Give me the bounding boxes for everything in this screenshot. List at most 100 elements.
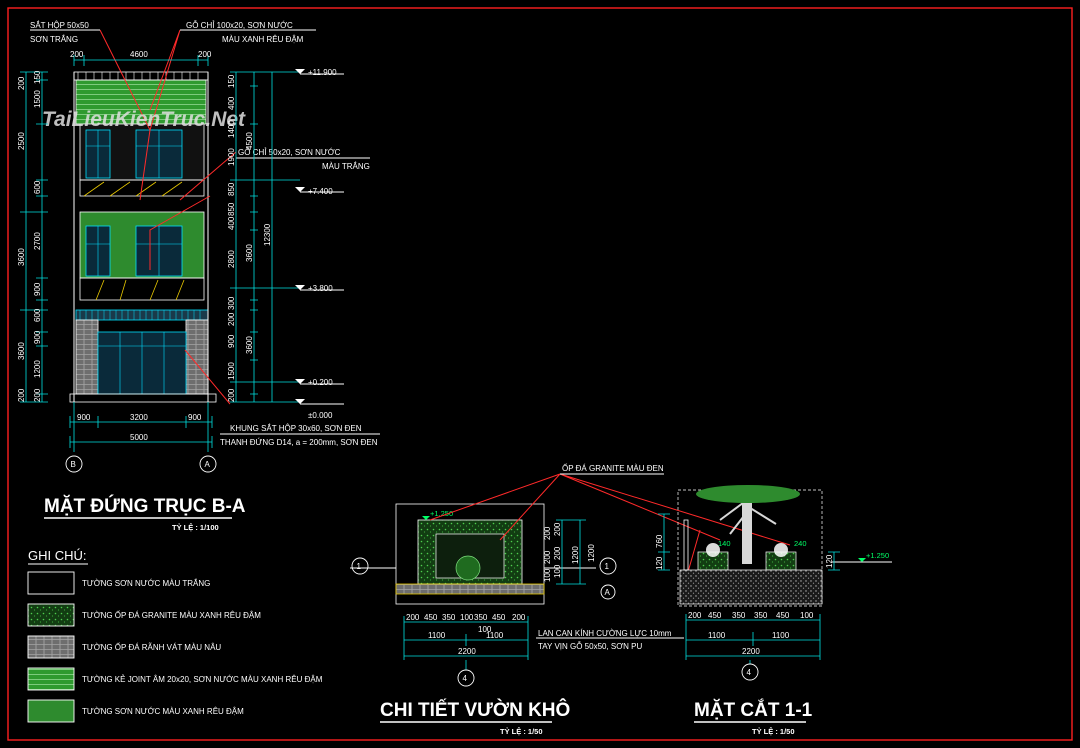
section-bottom-dim-6: 100 bbox=[800, 611, 814, 620]
floor3-balcony bbox=[79, 179, 205, 197]
left-dim-13: 200 bbox=[33, 388, 42, 402]
section-scale: TỶ LỆ : 1/50 bbox=[752, 727, 795, 736]
legend: GHI CHÚ: TƯỜNG SƠN NƯỚC MÀU TRẮNG TƯỜNG … bbox=[27, 548, 323, 723]
garden-sub-dim-1: 1100 bbox=[428, 631, 446, 640]
garden-bottom-dim-1: 200 bbox=[406, 613, 420, 622]
legend-heading: GHI CHÚ: bbox=[28, 548, 87, 563]
garden-axis-a-label: A bbox=[605, 588, 611, 597]
left-dim-6: 2700 bbox=[33, 232, 42, 250]
garden-scale: TỶ LỆ : 1/50 bbox=[500, 727, 543, 736]
callout-top-right-1: GỖ CHỈ 100x20, SƠN NƯỚC bbox=[186, 21, 293, 30]
right-dim-11: 200 bbox=[227, 312, 236, 326]
sheet-frame bbox=[7, 7, 1073, 741]
callout-bottom-1: KHUNG SẮT HỘP 30x60, SƠN ĐEN bbox=[230, 424, 362, 433]
right-dim-13: 1500 bbox=[227, 362, 236, 380]
legend-swatch-stone bbox=[27, 635, 75, 659]
section-1-1: +1.250 140 240 760 120 120 200 450 350 3… bbox=[655, 485, 892, 736]
elevation-scale: TỶ LỆ : 1/100 bbox=[172, 523, 219, 532]
section-top-dim-2: 240 bbox=[794, 539, 807, 548]
right-outer-dim-2: 3600 bbox=[245, 244, 254, 262]
left-dim-2: 150 bbox=[33, 70, 42, 84]
flower-right bbox=[774, 543, 788, 557]
section-bottom-dim-4: 350 bbox=[754, 611, 768, 620]
left-dim-10: 900 bbox=[33, 330, 42, 344]
garden-bottom-dim-5: 350 bbox=[474, 613, 488, 622]
garden-level: +1.250 bbox=[430, 509, 453, 518]
right-dim-7: 850 bbox=[227, 202, 236, 216]
garden-bottom-dim-6: 450 bbox=[492, 613, 506, 622]
right-dim-3: 1400 bbox=[227, 120, 236, 138]
axis-b-marker bbox=[65, 455, 83, 473]
elevation-view: SẮT HỘP 50x50 SƠN TRẮNG GỖ CHỈ 100x20, S… bbox=[17, 21, 380, 532]
garden-section-left-label: 1 bbox=[357, 562, 362, 571]
floor2-balcony bbox=[79, 277, 205, 301]
right-dim-6: 850 bbox=[227, 182, 236, 196]
section-left-dim-1: 760 bbox=[655, 534, 664, 548]
left-dim-7: 3600 bbox=[17, 248, 26, 266]
section-top-dim-1: 140 bbox=[718, 539, 731, 548]
level-3: +3.800 bbox=[308, 284, 333, 293]
flower-left bbox=[706, 543, 720, 557]
top-dim-2: 4600 bbox=[130, 50, 148, 59]
garden-callout: ỐP ĐÁ GRANITE MÀU ĐEN bbox=[562, 463, 664, 473]
level-markers: +11.900 +7.400 +3.800 +0.200 ±0.000 bbox=[295, 68, 344, 420]
garden-section-right bbox=[599, 557, 617, 575]
section-gravel bbox=[679, 569, 823, 605]
section-left-dim-2: 120 bbox=[655, 556, 664, 570]
garden-bottom-dim-7: 100 bbox=[478, 625, 492, 634]
garden-right-dim-6: 200 bbox=[543, 550, 552, 564]
garden-right-dim-1: 200 bbox=[553, 522, 562, 536]
section-axis-4-label: 4 bbox=[747, 668, 752, 677]
section-railing bbox=[683, 519, 689, 571]
right-dim-4: 1900 bbox=[227, 148, 236, 166]
left-dim-4: 2500 bbox=[17, 132, 26, 150]
elevation-title: MẶT ĐỨNG TRỤC B-A bbox=[44, 495, 246, 517]
axis-a-label: A bbox=[205, 460, 211, 469]
level-4: +0.200 bbox=[308, 378, 333, 387]
garden-bottom-dim-3: 350 bbox=[442, 613, 456, 622]
garden-right-dim-5: 200 bbox=[543, 526, 552, 540]
callout-mid-1: GỖ CHỈ 50x20, SƠN NƯỚC bbox=[238, 148, 341, 157]
tree-canopy bbox=[696, 485, 800, 503]
section-axis-4 bbox=[741, 663, 759, 681]
legend-item-4: TƯỜNG KẺ JOINT ÂM 20x20, SƠN NƯỚC MÀU XA… bbox=[82, 675, 323, 684]
left-dim-12: 1200 bbox=[33, 360, 42, 378]
top-dim-3: 200 bbox=[198, 50, 212, 59]
garden-right-dim-2: 200 bbox=[553, 546, 562, 560]
legend-item-2: TƯỜNG ỐP ĐÁ GRANITE MÀU XANH RÊU ĐẬM bbox=[82, 610, 261, 620]
left-dim-5: 600 bbox=[33, 180, 42, 194]
tree-trunk bbox=[742, 500, 752, 564]
garden-section-right-label: 1 bbox=[605, 562, 610, 571]
right-dim-10: 300 bbox=[227, 296, 236, 310]
legend-item-3: TƯỜNG ỐP ĐÁ RÃNH VÁT MÀU NÂU bbox=[82, 642, 221, 652]
legend-swatch-granite bbox=[27, 603, 75, 627]
garden-plant bbox=[455, 555, 481, 581]
ground-slab bbox=[69, 393, 217, 403]
section-total-dim: 2200 bbox=[742, 647, 760, 656]
garden-bottom-dim-4: 100 bbox=[460, 613, 474, 622]
legend-swatch-white bbox=[27, 571, 75, 595]
section-title: MẶT CẮT 1-1 bbox=[694, 699, 813, 721]
garden-detail: +1.250 1 1 A 200 200 100 1200 200 200 10… bbox=[350, 463, 791, 736]
right-outer-dim-1: 12300 bbox=[263, 223, 272, 246]
right-dim-2: 400 bbox=[227, 96, 236, 110]
top-dim-1: 200 bbox=[70, 50, 84, 59]
right-dim-1: 150 bbox=[227, 74, 236, 88]
callout-top-right-2: MÀU XANH RÊU ĐẬM bbox=[222, 35, 304, 44]
section-sub-dim-1: 1100 bbox=[708, 631, 726, 640]
right-dim-12: 900 bbox=[227, 334, 236, 348]
callout-mid-2: MÀU TRẮNG bbox=[322, 162, 370, 171]
callout-top-left-1: SẮT HỘP 50x50 bbox=[30, 21, 89, 30]
level-1: +11.900 bbox=[308, 68, 337, 77]
right-dim-texts: 150 400 1400 1900 4500 850 850 400 2800 … bbox=[227, 74, 272, 402]
garden-axis-4 bbox=[457, 669, 475, 687]
garden-base bbox=[395, 583, 545, 595]
garden-axis-a bbox=[600, 584, 616, 600]
garden-right-dim-3: 100 bbox=[553, 564, 562, 578]
right-dim-8: 400 bbox=[227, 216, 236, 230]
floor1-stone-column-left bbox=[75, 319, 99, 395]
left-dim-14: 200 bbox=[17, 388, 26, 402]
legend-item-5: TƯỜNG SƠN NƯỚC MÀU XANH RÊU ĐẬM bbox=[82, 707, 244, 716]
garden-bottom-dim-8: 200 bbox=[512, 613, 526, 622]
section-level: +1.250 bbox=[866, 551, 889, 560]
